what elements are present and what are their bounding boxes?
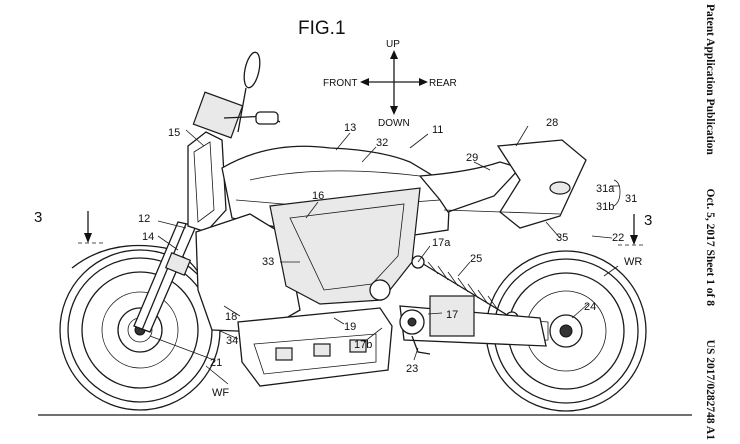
reference-labels: 15 12 14 13 32 16 33 11 28 29 31a 31b 31… bbox=[138, 117, 642, 399]
figure-title: FIG.1 bbox=[298, 18, 346, 39]
ref-15: 15 bbox=[168, 127, 180, 139]
ref-23: 23 bbox=[406, 363, 418, 375]
tail-cowl bbox=[496, 139, 587, 229]
down-arrow-icon bbox=[390, 106, 398, 115]
ref-34: 34 bbox=[226, 335, 238, 347]
ref-18: 18 bbox=[225, 311, 237, 323]
ref-wf: WF bbox=[212, 387, 229, 399]
frame-main bbox=[269, 187, 421, 305]
rear-label: REAR bbox=[429, 78, 457, 89]
down-label: DOWN bbox=[378, 118, 410, 129]
ref-25: 25 bbox=[470, 253, 482, 265]
ref-17: 17 bbox=[446, 309, 458, 321]
ref-31a: 31a bbox=[596, 183, 615, 195]
ref-31b: 31b bbox=[596, 201, 614, 213]
section-marker-right: 3 bbox=[618, 212, 652, 246]
direction-compass: UP DOWN FRONT REAR bbox=[323, 39, 457, 129]
ref-22: 22 bbox=[612, 232, 624, 244]
motor-unit bbox=[429, 295, 475, 337]
ref-13: 13 bbox=[344, 122, 356, 134]
ref-14: 14 bbox=[142, 231, 154, 243]
ref-21: 21 bbox=[210, 357, 222, 369]
section-number-left: 3 bbox=[34, 209, 42, 226]
up-label: UP bbox=[386, 39, 400, 50]
instrument-cluster bbox=[192, 91, 244, 139]
front-label: FRONT bbox=[323, 78, 357, 89]
section-marker-left: 3 bbox=[34, 209, 106, 244]
ref-29: 29 bbox=[466, 152, 478, 164]
mirror-handlebar bbox=[223, 51, 281, 133]
ref-31: 31 bbox=[625, 193, 637, 205]
front-wheel bbox=[59, 249, 221, 411]
ref-28: 28 bbox=[546, 117, 558, 129]
ref-32: 32 bbox=[376, 137, 388, 149]
section-number-right: 3 bbox=[644, 212, 652, 229]
ref-24: 24 bbox=[584, 301, 596, 313]
leader-lines bbox=[149, 125, 621, 385]
ref-33: 33 bbox=[262, 256, 274, 268]
ref-17a: 17a bbox=[432, 237, 451, 249]
front-cowl bbox=[187, 131, 227, 233]
ref-wr: WR bbox=[624, 256, 642, 268]
up-arrow-icon bbox=[390, 50, 398, 59]
ref-16: 16 bbox=[312, 190, 324, 202]
ref-11: 11 bbox=[432, 124, 443, 136]
ref-19: 19 bbox=[344, 321, 356, 333]
ref-35: 35 bbox=[556, 232, 568, 244]
ref-12: 12 bbox=[138, 213, 150, 225]
rear-arrow-icon bbox=[419, 78, 428, 86]
ref-17b: 17b bbox=[354, 339, 372, 351]
front-arrow-icon bbox=[360, 78, 369, 86]
